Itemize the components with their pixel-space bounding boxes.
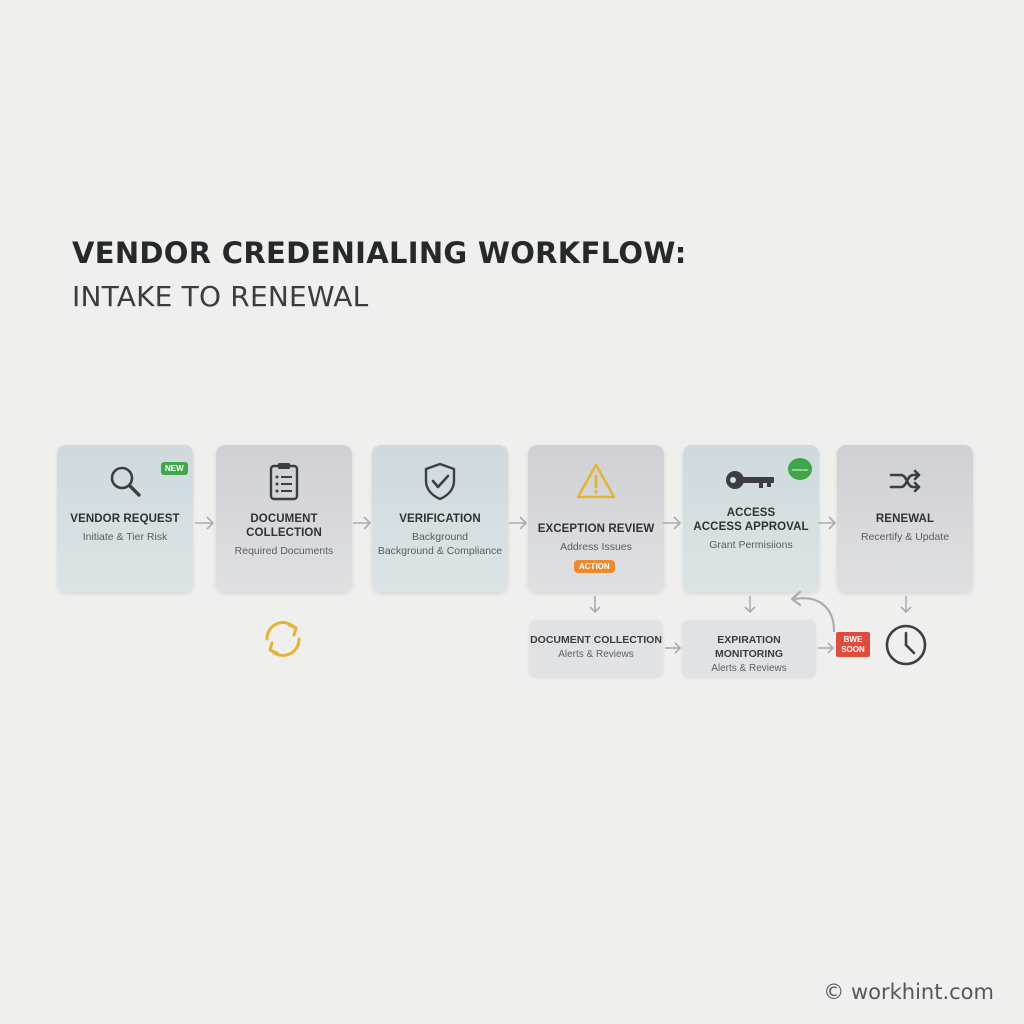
sub-step-expiration-monitoring[interactable]: EXPIRATION MONITORING Alerts & Reviews	[682, 620, 816, 677]
step-card-vendor-request[interactable]: NEW VENDOR REQUEST Initiate & Tier Risk	[57, 445, 193, 592]
step-card-exception-review[interactable]: EXCEPTION REVIEW Address Issues ACTION	[528, 445, 664, 592]
step-subtitle: Grant Permisiions	[709, 539, 793, 551]
clock-icon	[885, 624, 927, 666]
arrow-right-icon	[818, 516, 837, 530]
approved-badge-label: APPROVED	[791, 468, 809, 472]
clipboard-icon	[216, 461, 352, 501]
key-icon	[683, 465, 819, 505]
step-subtitle-line-1: Background	[411, 531, 469, 543]
arrow-right-icon	[665, 642, 682, 654]
arrow-right-icon	[818, 642, 835, 654]
due-soon-badge: BWE SOON	[836, 632, 870, 657]
step-subtitle-line-2: Background & Compliance	[377, 545, 503, 557]
step-title: VENDOR REQUEST	[70, 513, 180, 525]
arrow-right-icon	[353, 516, 372, 530]
sub-step-document-collection[interactable]: DOCUMENT COLLECTION Alerts & Reviews	[529, 620, 663, 677]
title-block: VENDOR CREDENIALING WORKFLOW: INTAKE TO …	[72, 236, 687, 313]
due-soon-line-1: BWE	[843, 635, 863, 644]
step-subtitle: Initiate & Tier Risk	[82, 531, 168, 543]
arrow-down-icon	[900, 596, 912, 614]
watermark: © workhint.com	[823, 980, 994, 1004]
step-title: VERIFICATION	[399, 513, 481, 525]
step-card-document-collection[interactable]: DOCUMENT COLLECTION Required Documents	[216, 445, 352, 592]
step-subtitle: Recertify & Update	[860, 531, 950, 543]
arrow-right-icon	[663, 516, 682, 530]
arrow-down-icon	[589, 596, 601, 614]
step-card-verification[interactable]: VERIFICATION Background Background & Com…	[372, 445, 508, 592]
step-card-access-approval[interactable]: APPROVED ACCESS ACCESS APPROVAL Grant Pe…	[683, 445, 819, 592]
sub-step-title: EXPIRATION MONITORING	[714, 634, 784, 660]
due-soon-line-2: SOON	[841, 645, 865, 654]
step-card-renewal[interactable]: RENEWAL Recertify & Update	[837, 445, 973, 592]
shield-check-icon	[372, 461, 508, 501]
sub-step-title: DOCUMENT COLLECTION	[530, 634, 662, 646]
sub-step-subtitle: Alerts & Reviews	[558, 649, 634, 660]
new-badge: NEW	[161, 462, 188, 475]
refresh-cycle-icon	[265, 621, 301, 657]
magnifier-icon	[57, 461, 193, 501]
action-badge: ACTION	[574, 560, 615, 573]
step-title: EXCEPTION REVIEW	[537, 523, 655, 535]
page-subtitle: INTAKE TO RENEWAL	[72, 280, 369, 313]
step-title-line-1: DOCUMENT	[250, 513, 318, 525]
step-title-line-2: ACCESS APPROVAL	[693, 521, 809, 533]
step-subtitle: Required Documents	[234, 545, 334, 557]
page-title: VENDOR CREDENIALING WORKFLOW:	[72, 236, 687, 270]
curved-return-arrow-icon	[790, 590, 836, 633]
step-title-line-2: COLLECTION	[246, 527, 322, 539]
arrow-right-icon	[509, 516, 528, 530]
arrow-right-icon	[195, 516, 215, 530]
sub-step-subtitle: Alerts & Reviews	[711, 663, 787, 674]
step-title-line-1: ACCESS	[726, 507, 776, 519]
arrow-down-icon	[744, 596, 756, 614]
step-title: RENEWAL	[875, 513, 935, 525]
shuffle-arrows-icon	[837, 461, 973, 501]
warning-triangle-icon	[528, 461, 664, 501]
approved-badge: APPROVED	[788, 458, 812, 480]
step-subtitle: Address Issues	[560, 541, 632, 553]
